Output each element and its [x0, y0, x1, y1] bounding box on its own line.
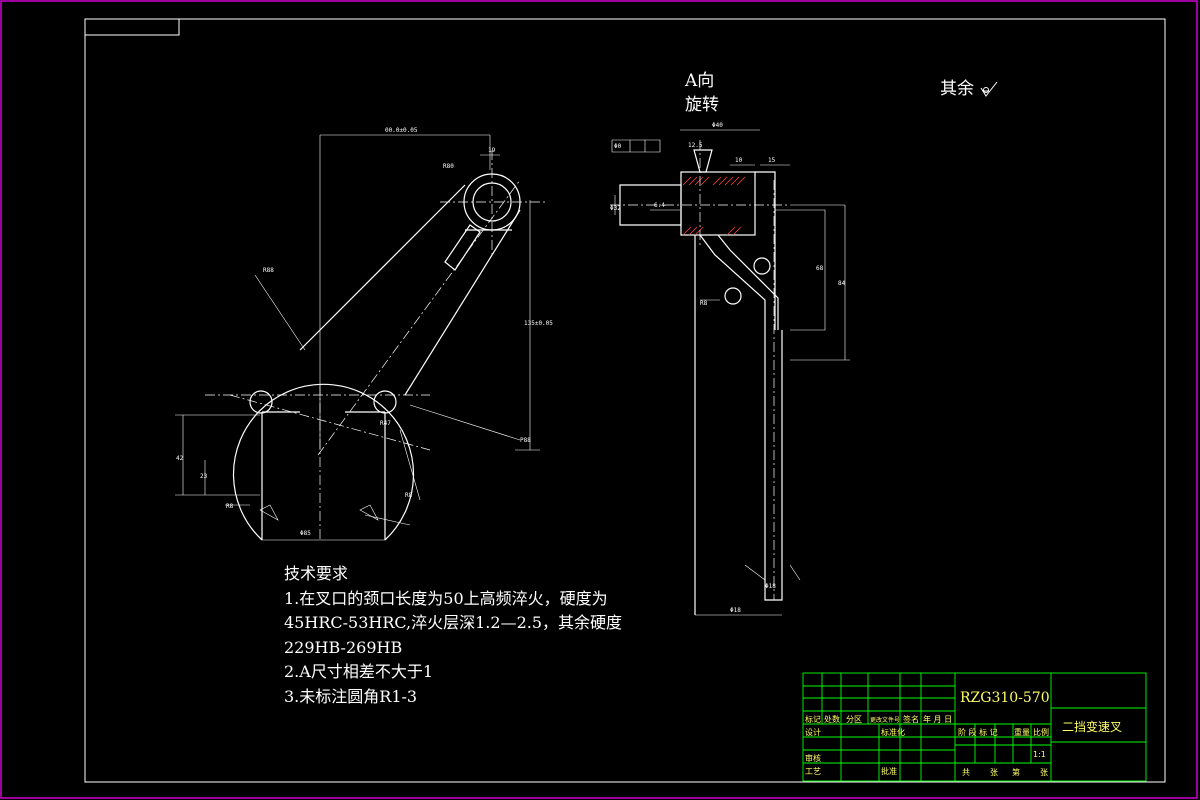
svg-text:84: 84: [838, 280, 846, 287]
row-label-design: 设计: [805, 728, 821, 737]
side-view-centerlines: [610, 140, 790, 600]
requirements-title: 技术要求: [284, 564, 349, 583]
svg-text:42: 42: [176, 455, 184, 462]
header-label: 年 月 日: [923, 715, 953, 724]
corner-tag-box: [84, 18, 180, 36]
surface-finish-note: 其余: [940, 78, 999, 100]
header-label: 更改文件号: [870, 717, 901, 724]
front-view-dim-text: 00.0±0.05 19 R80 R88 P88 Φ85 42 23 R8 R4…: [176, 127, 553, 537]
side-view-fork: [619, 149, 783, 615]
svg-text:Φ85: Φ85: [300, 530, 311, 537]
view-rotation-label: 旋转: [685, 95, 719, 115]
requirement-line: 1.在叉口的颈口长度为50上高频淬火，硬度为: [284, 588, 608, 608]
svg-text:6.4: 6.4: [654, 202, 665, 209]
row-label-standard: 标准化: [881, 728, 905, 737]
svg-text:12.5: 12.5: [688, 142, 703, 149]
svg-text:Φ40: Φ40: [712, 122, 723, 129]
svg-text:R8: R8: [700, 300, 708, 307]
header-label: 处数: [824, 715, 840, 724]
requirement-line: 3.未标注圆角R1-3: [284, 686, 418, 706]
svg-text:10: 10: [735, 157, 743, 164]
svg-text:68: 68: [816, 265, 824, 272]
row-label-process: 工艺: [805, 767, 821, 776]
svg-text:Φ32: Φ32: [610, 205, 621, 212]
title-block-grid: [802, 672, 1147, 782]
svg-text:R8: R8: [405, 492, 413, 499]
header-label: 标记: [805, 715, 821, 724]
sheet-label: 张: [1040, 768, 1048, 777]
requirement-line: 45HRC-53HRC,淬火层深1.2—2.5，其余硬度: [284, 613, 623, 632]
svg-text:R80: R80: [443, 163, 454, 170]
sheet-label: 第: [1012, 768, 1020, 777]
svg-text:Φ18: Φ18: [730, 607, 741, 614]
front-view-centerlines: [205, 150, 545, 540]
header-label: 分区: [846, 715, 862, 724]
header-label: 签名: [903, 715, 919, 724]
side-view-dim-text: Φ40 12.5 Φ0 10 15 Φ32 6.4 68 84 R8 Φ18 Φ…: [610, 122, 846, 614]
svg-text:135±0.05: 135±0.05: [524, 320, 553, 327]
requirement-line: 2.A尺寸相差不大于1: [284, 662, 434, 681]
drawing-code: RZG310-570: [960, 690, 1050, 706]
view-direction-label: A向: [685, 71, 715, 91]
svg-text:Φ0: Φ0: [614, 143, 622, 150]
scale-value: 1:1: [1033, 750, 1046, 759]
roughness-symbol-icon: [980, 81, 998, 97]
part-name: 二挡变速叉: [1062, 720, 1123, 734]
svg-text:Φ18: Φ18: [765, 583, 776, 590]
inner-frame: [84, 18, 1166, 783]
row-label-review: 审核: [805, 754, 821, 763]
side-view-dimensions: [611, 129, 850, 616]
svg-text:19: 19: [488, 147, 496, 154]
stage-label: 阶 段 标 记: [958, 728, 998, 737]
sheet-label: 共: [962, 768, 970, 777]
row-label-approve: 批准: [881, 767, 897, 776]
technical-requirements: 技术要求 1.在叉口的颈口长度为50上高频淬火，硬度为 45HRC-53HRC,…: [284, 562, 622, 709]
svg-text:23: 23: [200, 473, 208, 480]
svg-text:R88: R88: [263, 267, 274, 274]
svg-text:R47: R47: [380, 420, 391, 427]
svg-text:P88: P88: [520, 437, 531, 444]
svg-text:R8: R8: [226, 503, 234, 510]
svg-text:00.0±0.05: 00.0±0.05: [385, 127, 418, 134]
weight-label: 重量: [1014, 728, 1030, 737]
side-view-hatching: [682, 176, 746, 236]
surface-finish-label: 其余: [940, 79, 974, 99]
front-view-dimensions: [175, 134, 540, 541]
svg-text:15: 15: [768, 157, 776, 164]
sheet-label: 张: [990, 768, 998, 777]
requirement-line: 229HB-269HB: [284, 637, 403, 657]
scale-label: 比例: [1033, 728, 1049, 737]
front-view-fork: [232, 173, 521, 541]
